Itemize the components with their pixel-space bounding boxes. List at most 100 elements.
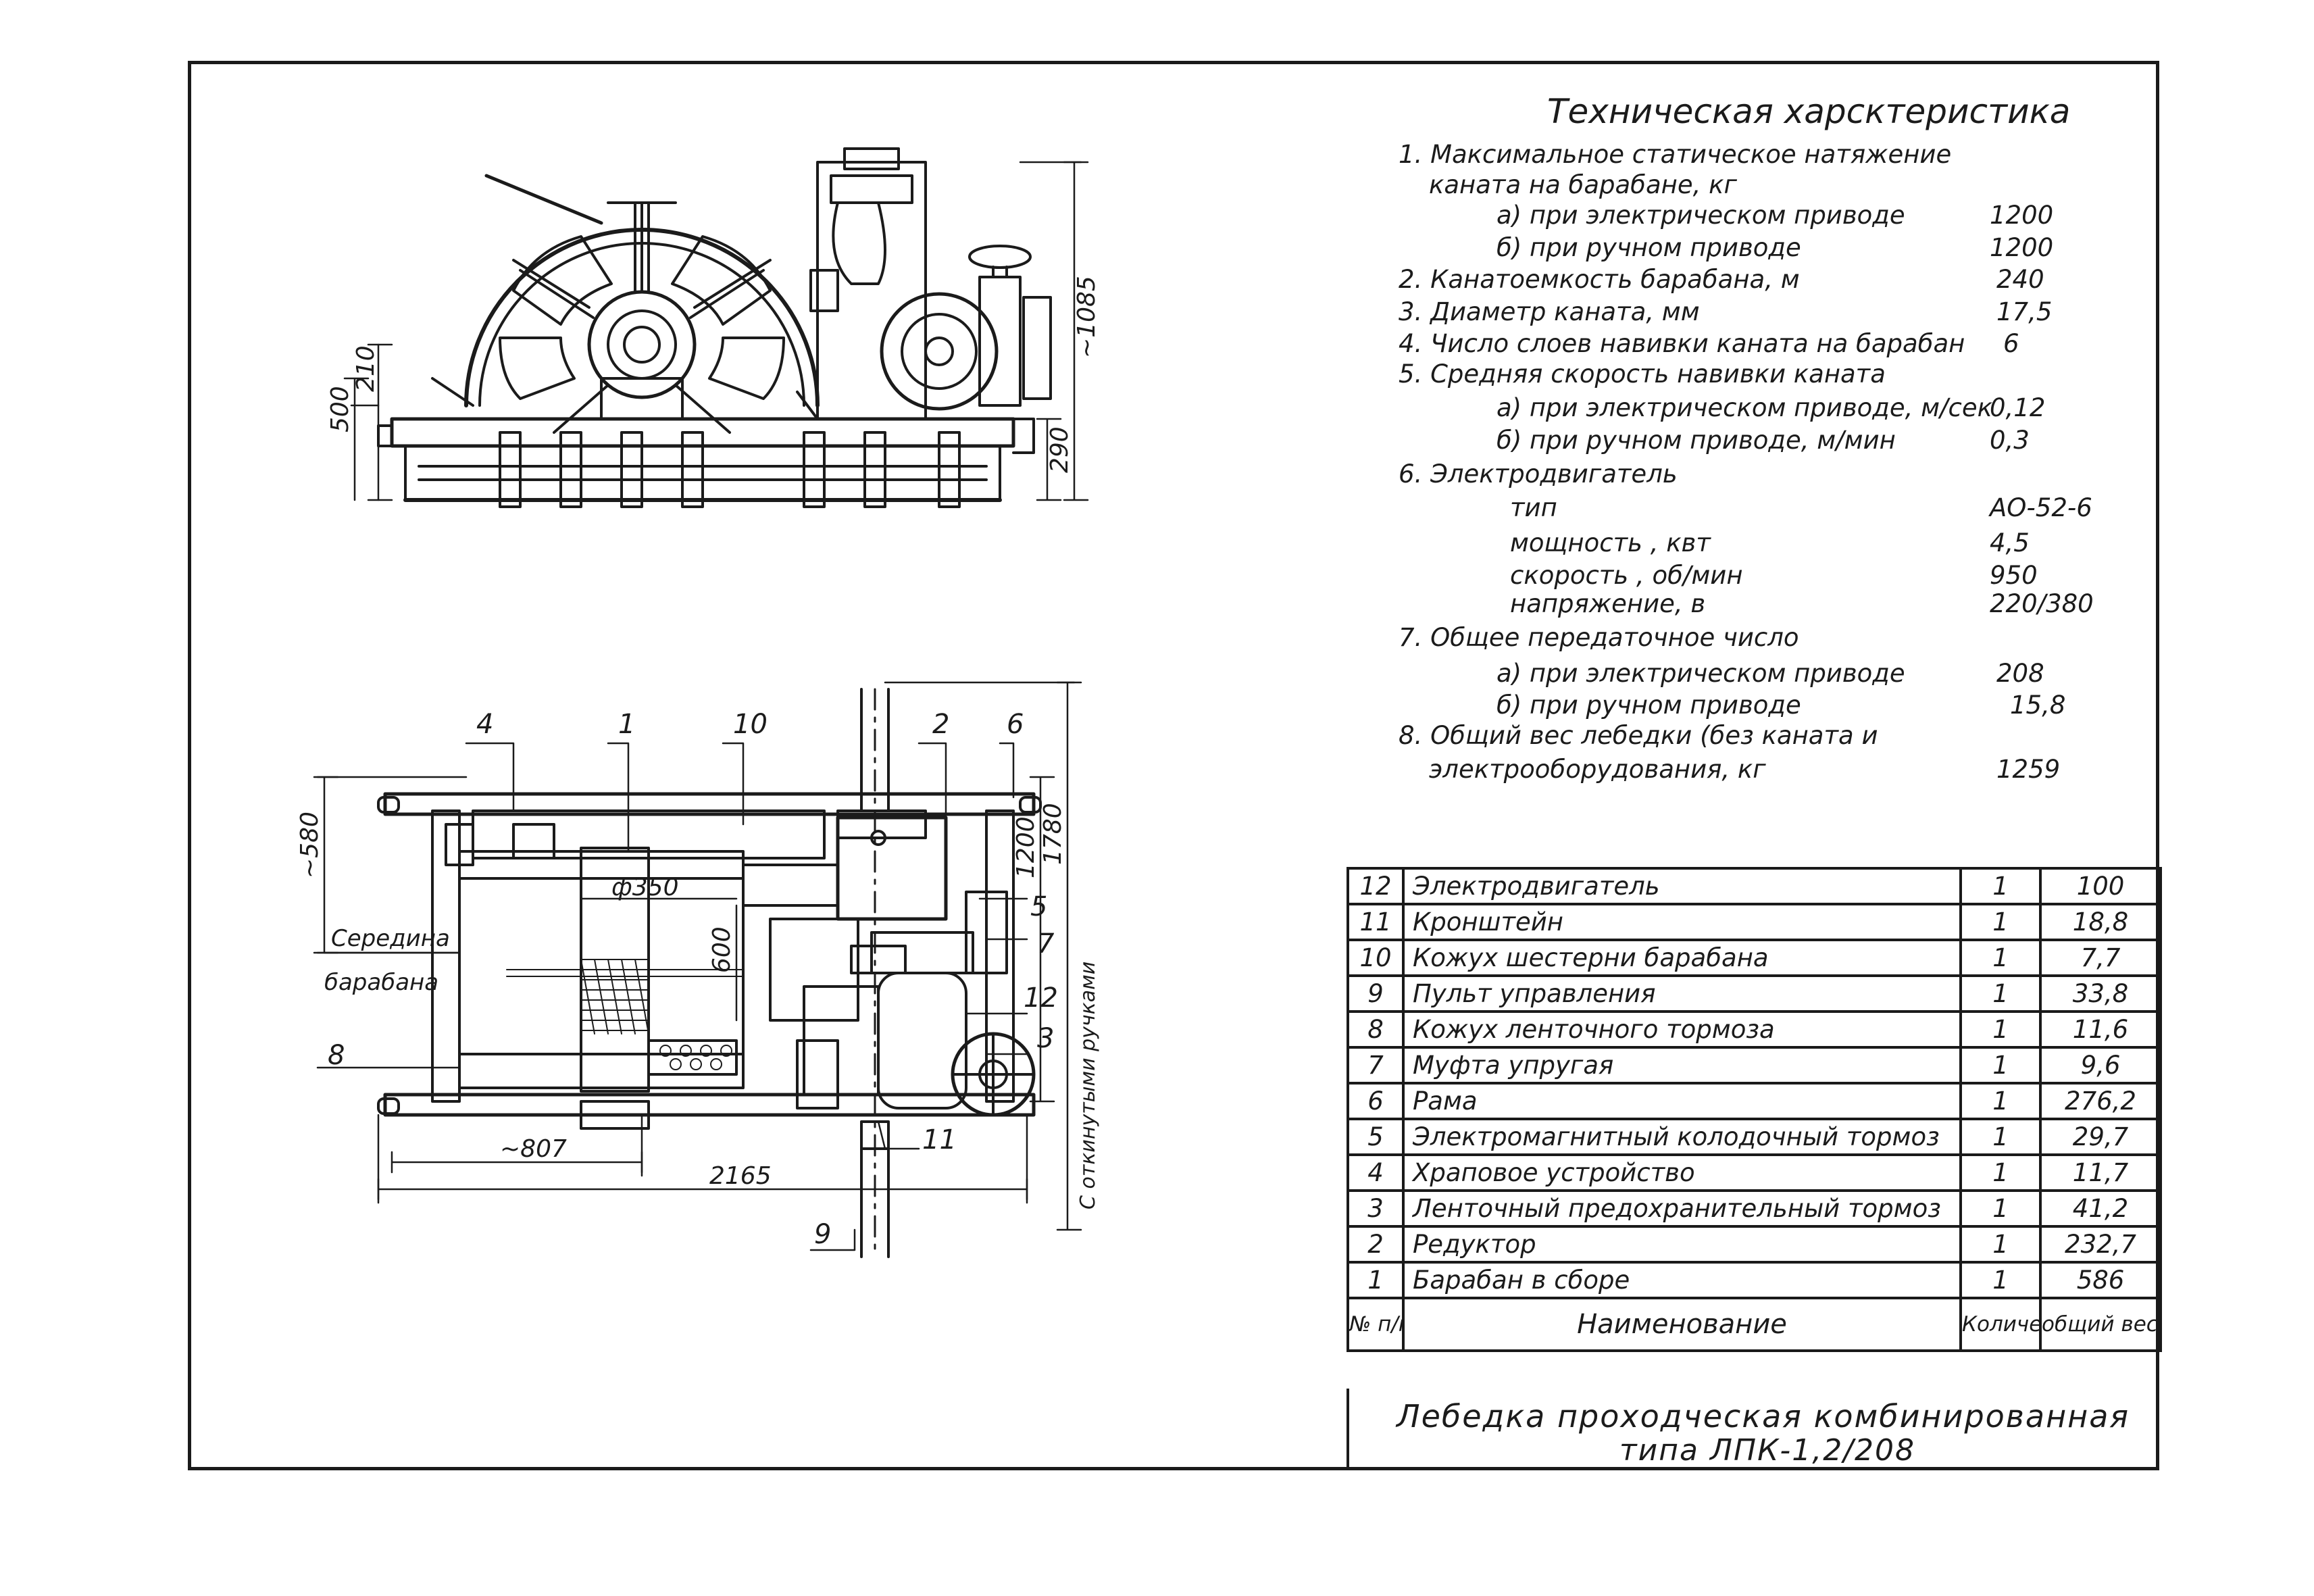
spec-line-2: каната на барабане, кг	[1429, 170, 1737, 199]
dim-290: 290	[1046, 426, 1074, 473]
spec-line-11: 6. Электродвигатель	[1399, 459, 1678, 489]
spec-value-18: 15,8	[2010, 691, 2066, 720]
spec-line-8: 5. Средняя скорость навивки каната	[1399, 359, 1886, 389]
dim-350: ф350	[611, 874, 679, 901]
part-qty: 1	[1959, 1261, 2042, 1299]
spec-value-13: 4,5	[1990, 528, 2030, 557]
spec-line-19: 8. Общий вес лебедки (без каната и	[1399, 721, 1878, 750]
parts-header-row: № п/п Наименование Количе-ство общий вес…	[1347, 1297, 2162, 1352]
part-number: 6	[1347, 1082, 1405, 1120]
spec-line-7: 4. Число слоев навивки каната на барабан	[1399, 329, 1965, 358]
spec-line-9: а) при электрическом приводе, м/сек	[1496, 393, 1993, 422]
part-weight: 232,7	[2039, 1225, 2162, 1264]
spec-value-15: 220/380	[1990, 589, 2094, 618]
callout-9: 9	[814, 1219, 831, 1250]
part-number: 7	[1347, 1046, 1405, 1084]
spec-line-17: а) при электрическом приводе	[1496, 659, 1905, 688]
part-number: 11	[1347, 903, 1405, 941]
callout-12: 12	[1024, 982, 1058, 1014]
callout-11: 11	[922, 1124, 957, 1155]
part-qty: 1	[1959, 1189, 2042, 1228]
sheet-frame	[188, 61, 2159, 1470]
callout-5: 5	[1030, 891, 1047, 922]
spec-value-10: 0,3	[1990, 426, 2030, 455]
part-weight: 9,6	[2039, 1046, 2162, 1084]
part-name: Кронштейн	[1402, 903, 1962, 941]
part-name: Барабан в сборе	[1402, 1261, 1962, 1299]
part-number: 4	[1347, 1153, 1405, 1192]
part-qty: 1	[1959, 1153, 2042, 1192]
header-weight: общий вес, кг	[2039, 1297, 2162, 1352]
dim-210: 210	[352, 345, 380, 392]
spec-line-10: б) при ручном приводе, м/мин	[1496, 426, 1896, 455]
header-qty: Количе-ство	[1959, 1297, 2042, 1352]
part-qty: 1	[1959, 1046, 2042, 1084]
spec-value-17: 208	[1996, 659, 2044, 688]
callout-7: 7	[1037, 928, 1055, 959]
spec-line-14: скорость , об/мин	[1510, 561, 1743, 590]
callout-2: 2	[932, 709, 949, 740]
dim-600: 600	[708, 926, 736, 973]
header-name: Наименование	[1402, 1297, 1962, 1352]
spec-line-15: напряжение, в	[1510, 589, 1706, 618]
part-name: Пульт управления	[1402, 974, 1962, 1013]
part-number: 12	[1347, 867, 1405, 905]
spec-value-14: 950	[1990, 561, 2038, 590]
part-name: Ленточный предохранительный тормоз	[1402, 1189, 1962, 1228]
part-qty: 1	[1959, 867, 2042, 905]
centre-label-1: Середина	[331, 925, 450, 952]
dim-1200: 1200	[1012, 816, 1040, 878]
part-qty: 1	[1959, 974, 2042, 1013]
dim-807: ~807	[500, 1135, 567, 1163]
part-name: Электродвигатель	[1402, 867, 1962, 905]
part-number: 1	[1347, 1261, 1405, 1299]
callout-1: 1	[618, 709, 635, 740]
spec-line-12: тип	[1510, 493, 1557, 522]
part-name: Редуктор	[1402, 1225, 1962, 1264]
spec-value-6: 17,5	[1996, 297, 2053, 326]
part-weight: 29,7	[2039, 1118, 2162, 1156]
part-number: 8	[1347, 1010, 1405, 1049]
part-qty: 1	[1959, 1118, 2042, 1156]
dim-500: 500	[326, 386, 354, 432]
spec-line-16: 7. Общее передаточное число	[1399, 623, 1799, 652]
title-line-1: Лебедка проходческая комбинированная	[1397, 1398, 2130, 1435]
part-weight: 18,8	[2039, 903, 2162, 941]
dim-1085: ~1085	[1073, 276, 1101, 358]
part-qty: 1	[1959, 1010, 2042, 1049]
dim-580: ~580	[296, 812, 324, 878]
title-block: Лебедка проходческая комбинированная тип…	[1347, 1389, 2159, 1470]
elevation-dimensions	[343, 161, 1089, 501]
spec-line-13: мощность , квт	[1510, 528, 1711, 557]
elevation-view	[377, 147, 1052, 508]
callout-4: 4	[476, 709, 493, 740]
part-weight: 100	[2039, 867, 2162, 905]
part-weight: 7,7	[2039, 939, 2162, 977]
spec-value-5: 240	[1996, 265, 2044, 294]
header-no: № п/п	[1347, 1297, 1405, 1352]
spec-value-7: 6	[2003, 329, 2019, 358]
spec-value-4: 1200	[1990, 233, 2054, 262]
spec-line-20: электрооборудования, кг	[1429, 755, 1766, 784]
part-name: Электромагнитный колодочный тормоз	[1402, 1118, 1962, 1156]
part-qty: 1	[1959, 939, 2042, 977]
part-weight: 11,6	[2039, 1010, 2162, 1049]
spec-value-20: 1259	[1996, 755, 2061, 784]
plan-view	[377, 688, 1042, 1258]
part-name: Храповое устройство	[1402, 1153, 1962, 1192]
part-weight: 33,8	[2039, 974, 2162, 1013]
part-weight: 41,2	[2039, 1189, 2162, 1228]
